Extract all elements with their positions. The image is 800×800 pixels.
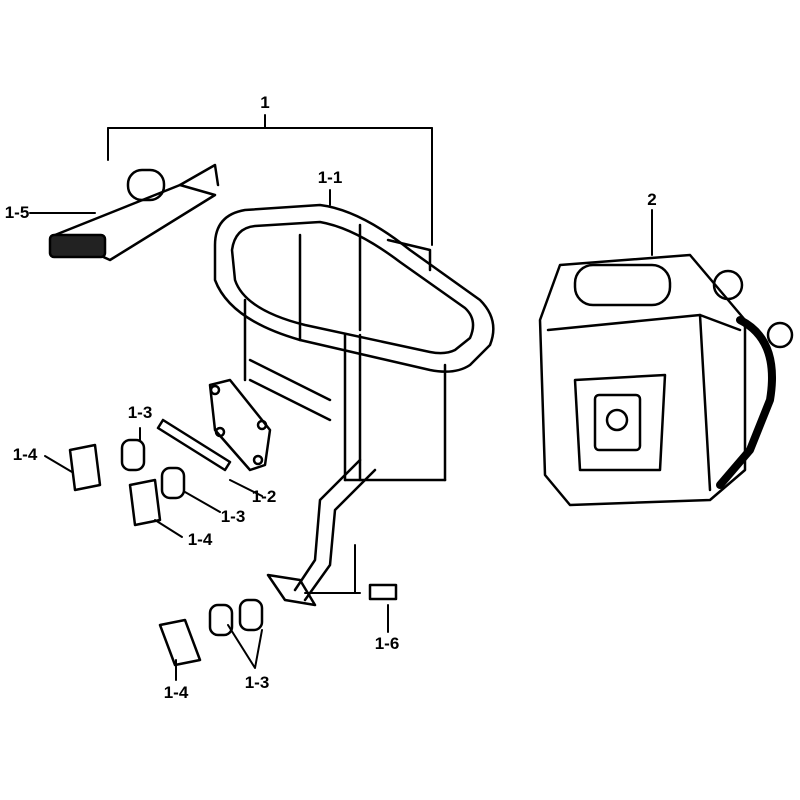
- callout-holder-b: 1-4: [187, 530, 213, 549]
- carrier-frame-part: [213, 189, 495, 602]
- callout-rubber-b: 1-3: [220, 507, 246, 526]
- callout-clamp-plate: 1-2: [251, 487, 277, 506]
- callout-rubber-a: 1-3: [127, 403, 153, 422]
- mount-plate-part: [208, 378, 272, 472]
- assembly-bracket: [107, 114, 433, 246]
- jerry-can-part: [538, 209, 794, 507]
- callout-jerry-can: 2: [647, 190, 657, 209]
- callout-bolt: 1-6: [374, 634, 400, 653]
- callout-carrier-frame: 1-1: [317, 168, 343, 187]
- clamp-plate-part: [156, 418, 263, 497]
- callout-strap-bracket: 1-5: [4, 203, 30, 222]
- strap-bracket-part: [29, 163, 220, 262]
- bolt-part: [304, 544, 398, 633]
- rubber-parts: [120, 427, 264, 669]
- callout-rubber-c: 1-3: [244, 673, 270, 692]
- callout-holder-a: 1-4: [12, 445, 38, 464]
- callout-assembly: 1: [260, 93, 270, 112]
- callout-holder-c: 1-4: [163, 683, 189, 702]
- holder-parts: [44, 443, 317, 681]
